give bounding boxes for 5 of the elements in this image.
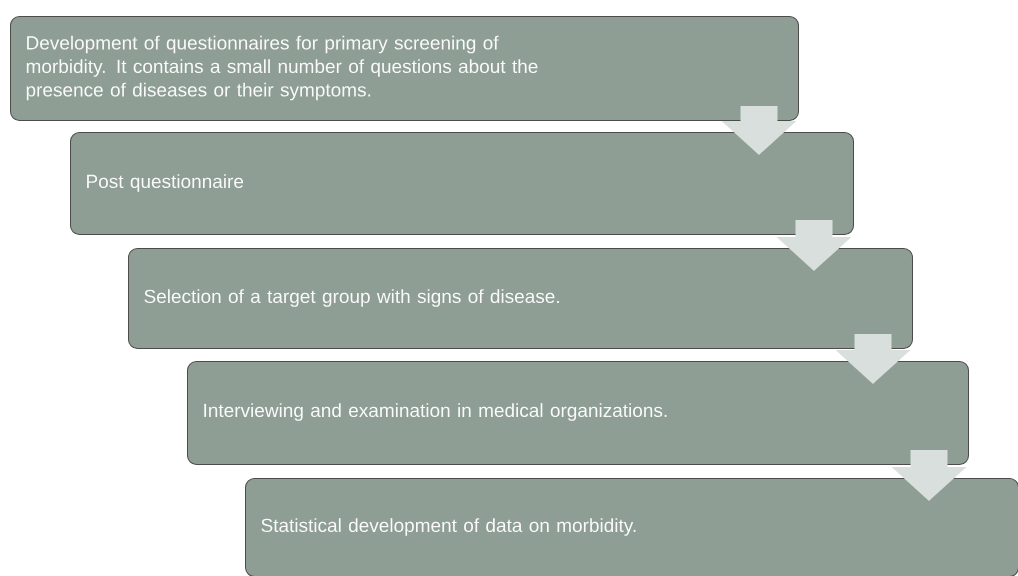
process-box: Interviewing and examination in medical organizations. bbox=[187, 361, 969, 465]
process-box: Development of questionnaires for primary screening of morbidity. It contains a small number of questions about the presence of diseases or their symptoms. bbox=[10, 16, 799, 121]
process-box: Statistical development of data on morbidity. bbox=[245, 478, 1018, 576]
process-box: Selection of a target group with signs of disease. bbox=[128, 248, 913, 349]
process-box: Post questionnaire bbox=[70, 132, 854, 235]
